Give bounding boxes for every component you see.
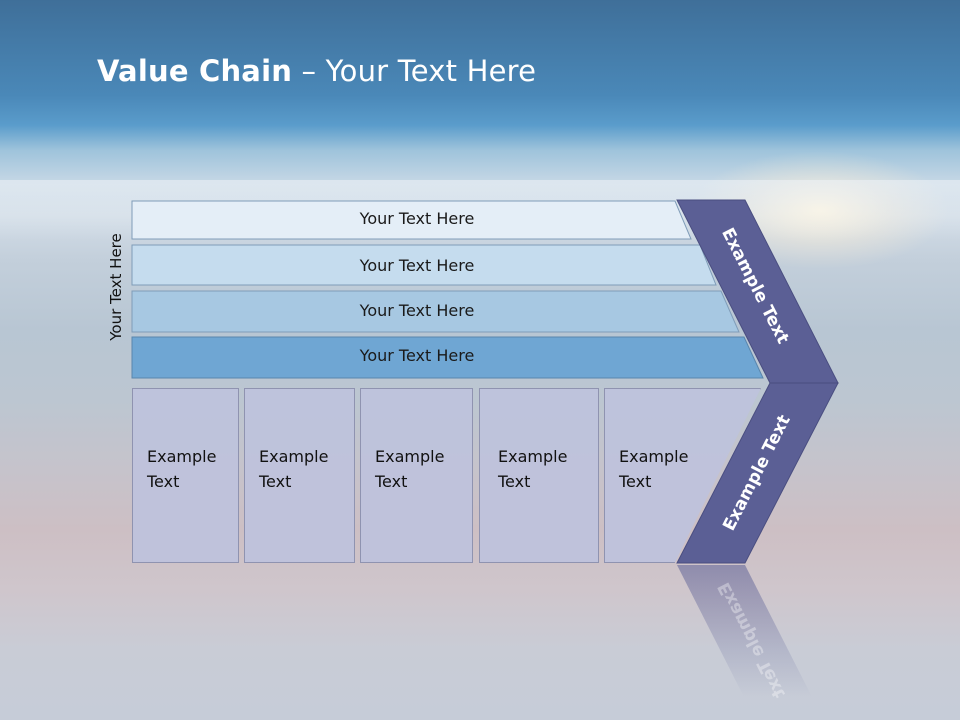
activity-box-4-line2: Text — [498, 472, 531, 491]
slide-title: Value Chain – Your Text Here — [97, 54, 536, 88]
chevron-lower-arm — [676, 382, 839, 564]
activity-box-2-line1: Example — [259, 447, 329, 466]
activity-box-2-line2: Text — [259, 472, 292, 491]
tier-label-2: Your Text Here — [359, 256, 475, 275]
activity-box-1-line1: Example — [147, 447, 217, 466]
activity-box-3-line2: Text — [375, 472, 408, 491]
tier-band-4 — [131, 336, 764, 379]
tier-label-3: Your Text Here — [359, 301, 475, 320]
activity-box-4-line1: Example — [498, 447, 568, 466]
activity-box-3-line1: Example — [375, 447, 445, 466]
chevron-reflection — [677, 565, 812, 697]
tier-label-4: Your Text Here — [359, 346, 475, 365]
slide-title-rest: – Your Text Here — [292, 54, 537, 88]
activity-box-5-line1: Example — [619, 447, 689, 466]
tier-label-1: Your Text Here — [359, 209, 475, 228]
tier-axis-label: Your Text Here — [107, 233, 125, 341]
slide-title-bold: Value Chain — [97, 54, 293, 88]
tier-band-3 — [131, 290, 740, 333]
activity-box-1-line2: Text — [147, 472, 180, 491]
tier-band-1 — [131, 200, 692, 240]
activity-box-5-line2: Text — [619, 472, 652, 491]
tier-band-2 — [131, 244, 717, 286]
